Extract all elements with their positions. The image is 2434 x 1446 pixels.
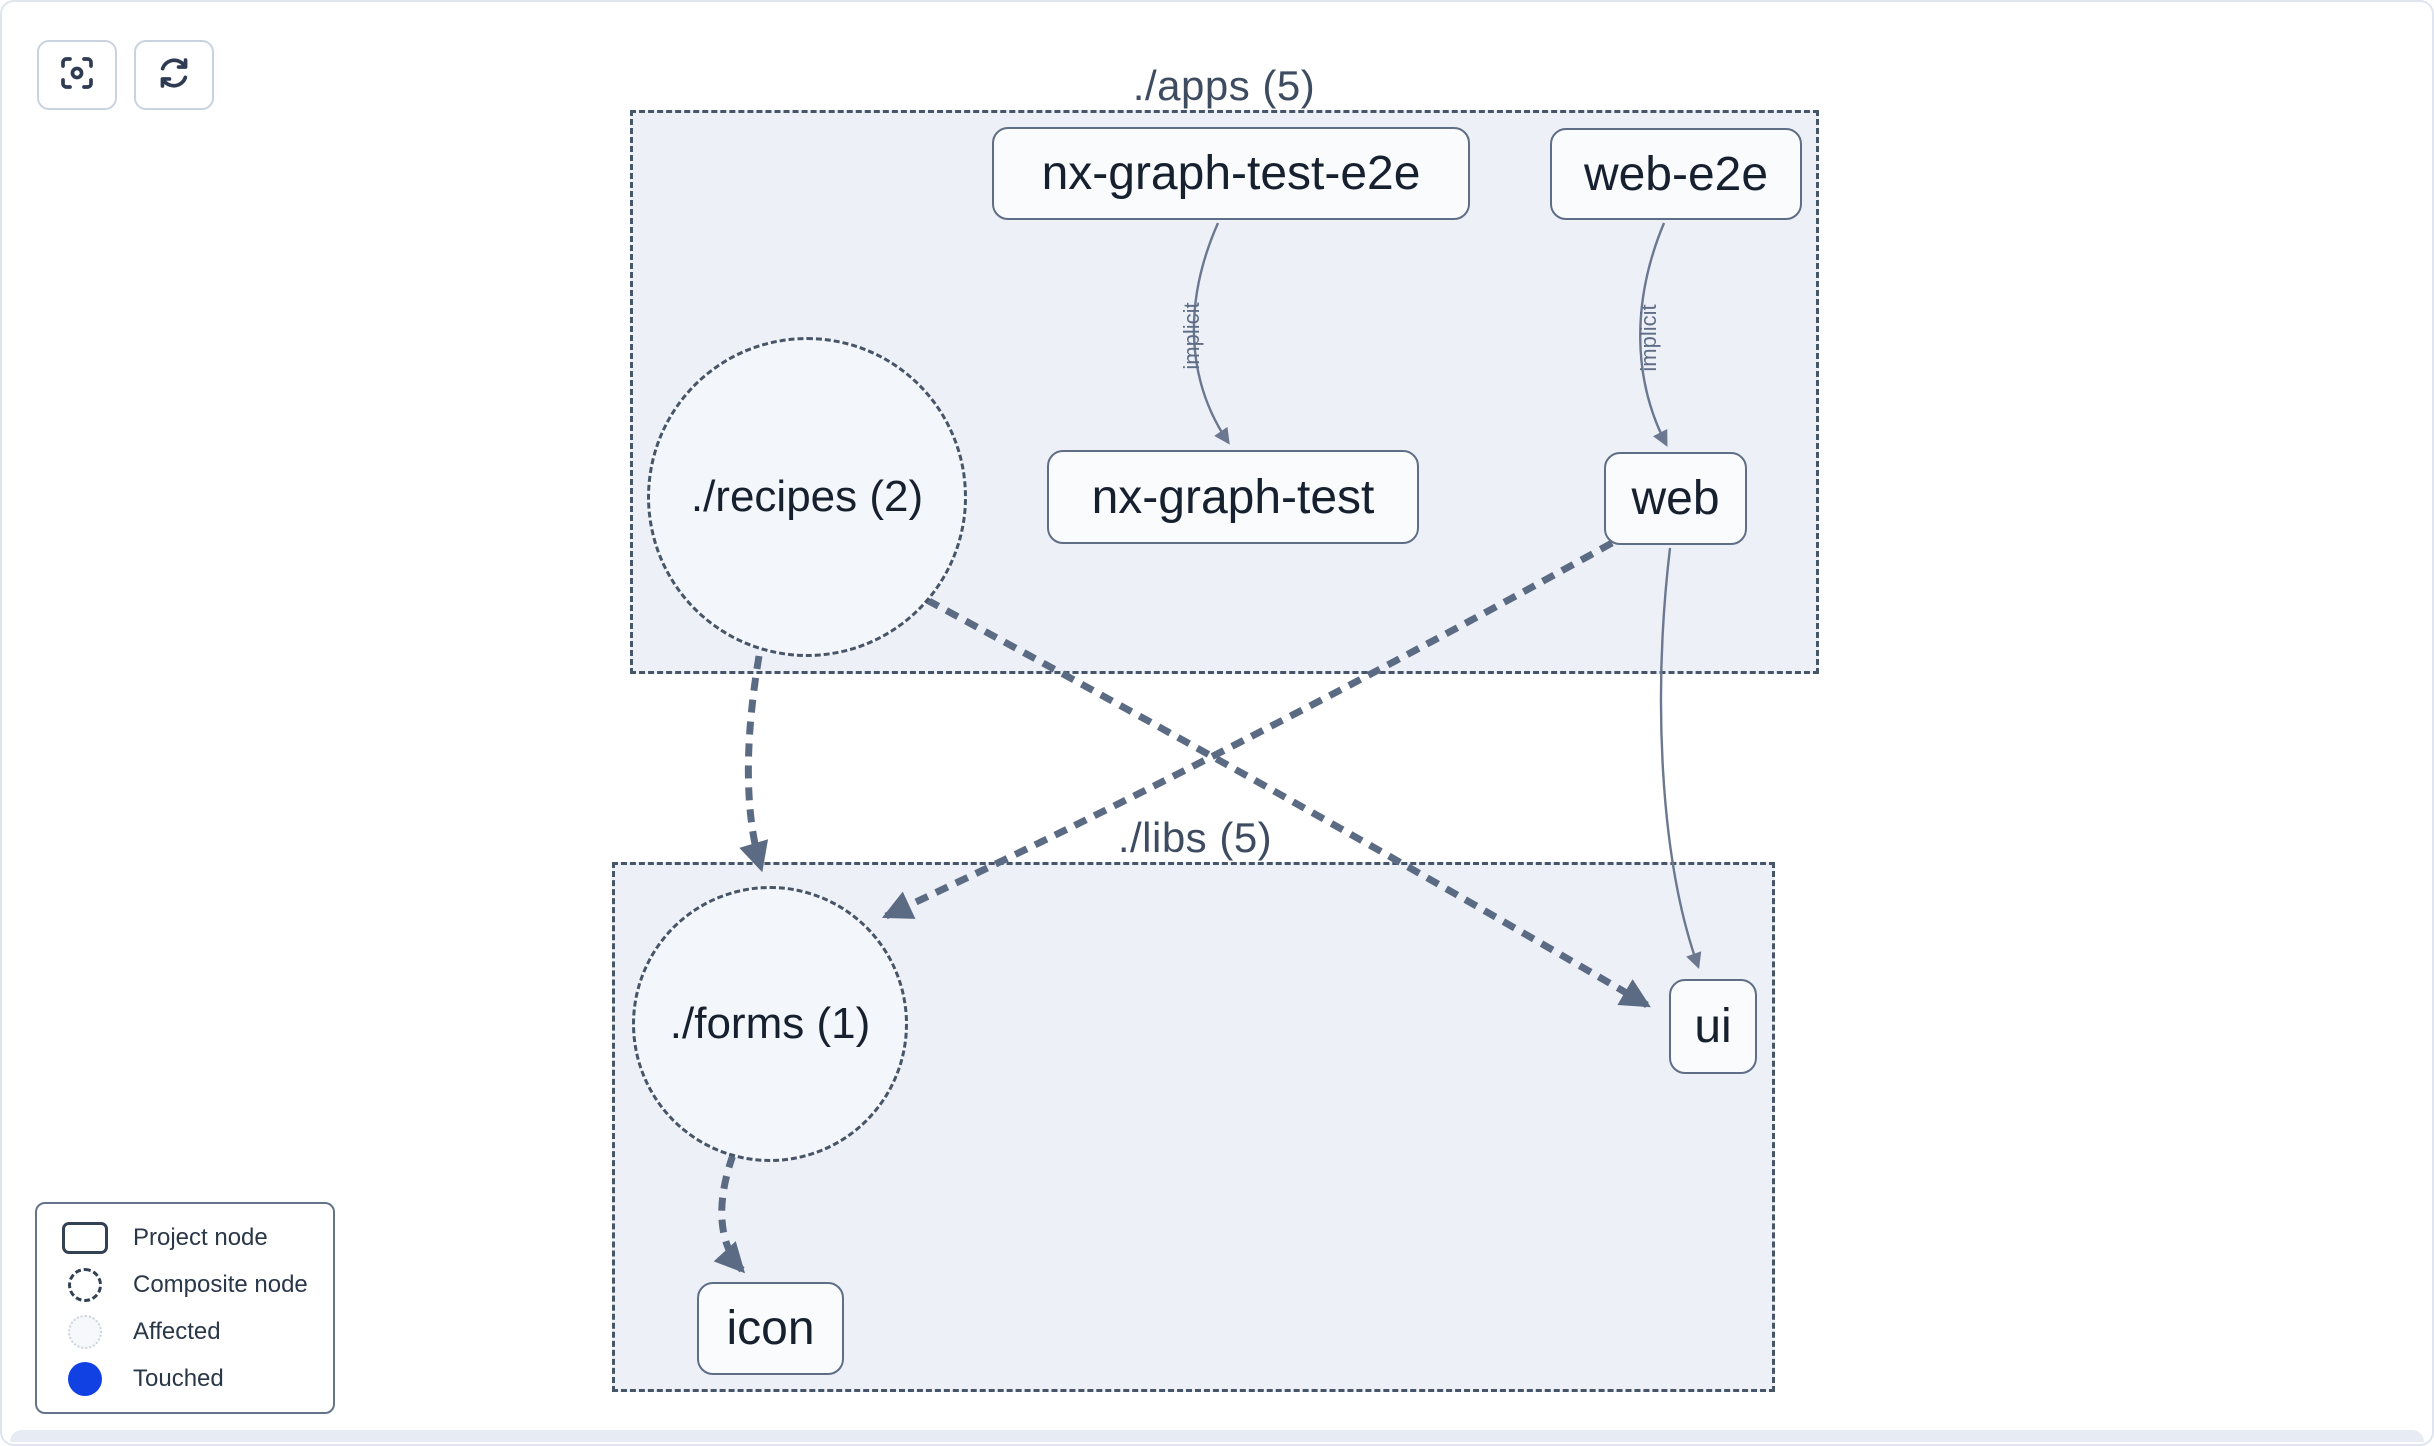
legend-item-affected: Affected (37, 1310, 333, 1354)
project-node-icon[interactable]: icon (697, 1282, 844, 1375)
touched-swatch-icon (68, 1361, 102, 1396)
edge-nx-graph-test-e2e-to-nx-graph-test (1192, 222, 1230, 445)
project-node-nx-graph-test-e2e[interactable]: nx-graph-test-e2e (992, 127, 1470, 220)
node-label: ./recipes (2) (690, 472, 924, 521)
edge-forms-to-icon (713, 1153, 746, 1274)
center-graph-button[interactable] (37, 40, 117, 110)
edge-recipes-to-forms (739, 655, 769, 873)
bottom-panel-edge (10, 1430, 2424, 1442)
edge-label-implicit: implicit (1636, 304, 1661, 372)
edge-label-implicit: implicit (1179, 302, 1204, 370)
composite-node-recipes[interactable]: ./recipes (2) (647, 337, 967, 657)
refresh-graph-button[interactable] (134, 40, 214, 110)
legend-label: Touched (133, 1364, 224, 1392)
node-label: nx-graph-test-e2e (1041, 147, 1421, 200)
refresh-icon (153, 52, 195, 99)
edge-web-to-forms (881, 539, 1614, 920)
project-node-nx-graph-test[interactable]: nx-graph-test (1047, 450, 1419, 544)
group-libs-title: ./libs (5) (1117, 814, 1273, 861)
legend-label: Affected (133, 1317, 221, 1345)
node-label: nx-graph-test (1091, 470, 1375, 524)
node-label: ui (1694, 1000, 1732, 1053)
group-apps-title: ./apps (5) (1132, 62, 1316, 109)
composite-node-forms[interactable]: ./forms (1) (632, 886, 908, 1162)
edge-web-to-ui (1659, 547, 1702, 970)
node-label: web-e2e (1583, 147, 1769, 201)
legend-item-composite-node: Composite node (37, 1263, 333, 1307)
legend-label: Composite node (133, 1270, 308, 1298)
graph-legend: Project node Composite node Affected Tou… (35, 1202, 335, 1414)
legend-item-touched: Touched (37, 1357, 333, 1401)
project-node-web[interactable]: web (1604, 452, 1747, 545)
legend-label: Project node (133, 1223, 268, 1251)
center-focus-icon (56, 52, 98, 99)
affected-swatch-icon (68, 1314, 102, 1349)
legend-item-project-node: Project node (37, 1216, 333, 1260)
composite-node-swatch-icon (68, 1267, 102, 1302)
edge-web-e2e-to-web (1639, 222, 1668, 447)
project-node-web-e2e[interactable]: web-e2e (1550, 128, 1802, 220)
node-label: icon (726, 1302, 815, 1355)
node-label: ./forms (1) (669, 999, 871, 1048)
project-node-ui[interactable]: ui (1669, 979, 1757, 1074)
project-node-swatch-icon (62, 1221, 108, 1254)
node-label: web (1631, 472, 1720, 525)
edge-recipes-to-ui (925, 596, 1651, 1009)
